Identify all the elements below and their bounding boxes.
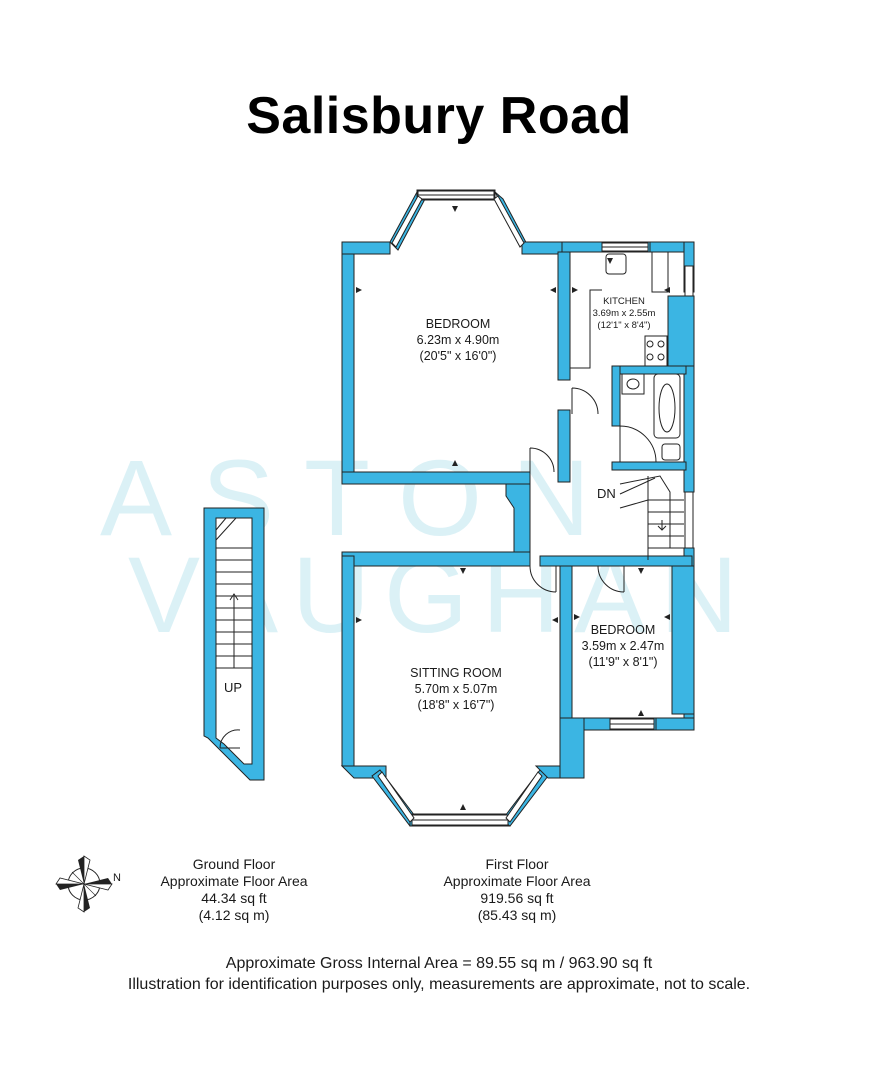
first-floor-title: First Floor: [485, 856, 549, 872]
first-floor-subtitle: Approximate Floor Area: [443, 873, 591, 889]
stairs-up-label: UP: [224, 680, 243, 695]
interior-lines: [529, 251, 684, 593]
gross-internal-area: Approximate Gross Internal Area = 89.55 …: [225, 955, 653, 972]
page-title: Salisbury Road: [246, 87, 632, 145]
ground-floor-subtitle: Approximate Floor Area: [160, 873, 308, 889]
ground-floor-area: Ground Floor Approximate Floor Area 44.3…: [134, 856, 334, 924]
ground-floor-sqm: (4.12 sq m): [198, 907, 270, 923]
compass-rose-icon: [55, 855, 113, 913]
room-name: KITCHEN: [603, 296, 645, 307]
first-floor-sqm: (85.43 sq m): [477, 907, 557, 923]
room-imperial: (18'8" x 16'7"): [417, 698, 495, 712]
first-floor-area: First Floor Approximate Floor Area 919.5…: [417, 856, 617, 924]
room-name: BEDROOM: [590, 623, 656, 637]
room-name: SITTING ROOM: [410, 666, 502, 680]
room-label-bedroom-2: BEDROOM 3.59m x 2.47m (11'9" x 8'1"): [574, 622, 672, 670]
ground-floor-stairwell: [203, 507, 265, 781]
dimension-markers: [356, 206, 670, 810]
ground-floor-sqft: 44.34 sq ft: [201, 890, 267, 906]
room-imperial: (11'9" x 8'1"): [588, 655, 658, 669]
room-metric: 5.70m x 5.07m: [414, 682, 498, 696]
first-floor-sqft: 919.56 sq ft: [480, 890, 554, 906]
room-metric: 3.59m x 2.47m: [581, 639, 665, 653]
ground-floor-title: Ground Floor: [192, 856, 276, 872]
room-metric: 3.69m x 2.55m: [592, 308, 656, 319]
compass-north-label: N: [113, 872, 121, 884]
room-label-sitting-room: SITTING ROOM 5.70m x 5.07m (18'8" x 16'7…: [386, 665, 526, 713]
room-metric: 6.23m x 4.90m: [416, 333, 500, 347]
room-label-bedroom-1: BEDROOM 6.23m x 4.90m (20'5" x 16'0"): [388, 316, 528, 364]
room-imperial: (20'5" x 16'0"): [419, 349, 497, 363]
room-label-kitchen: KITCHEN 3.69m x 2.55m (12'1" x 8'4"): [586, 296, 662, 332]
stairs-down-label: DN: [597, 486, 616, 501]
room-imperial: (12'1" x 8'4"): [597, 320, 651, 331]
room-name: BEDROOM: [425, 317, 491, 331]
disclaimer: Illustration for identification purposes…: [127, 976, 751, 993]
windows: [377, 190, 694, 826]
